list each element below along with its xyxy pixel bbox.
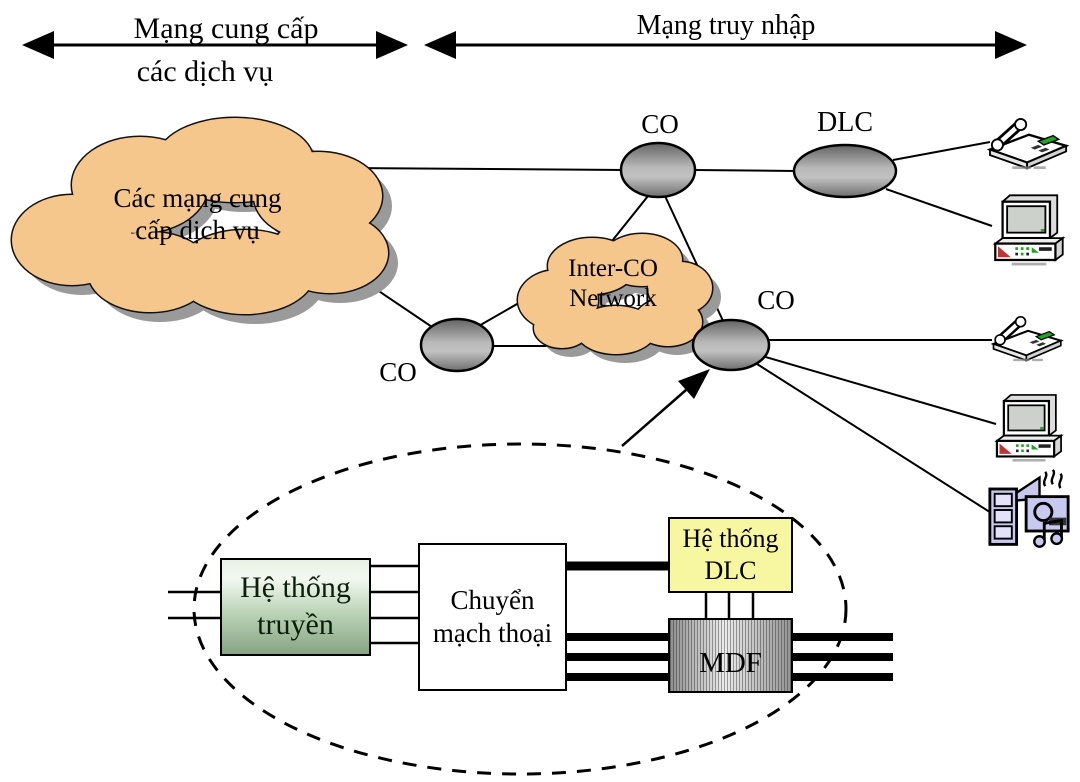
desktop-computer-icon: [990, 392, 1068, 462]
voice-switch-box: Chuyển mạch thoại: [418, 543, 567, 691]
callout-arrow: [621, 369, 710, 447]
service-cloud-shape: [10, 116, 398, 324]
inter-co-cloud-shape: [516, 232, 721, 363]
right-segment-label: Mạng truy nhập: [636, 10, 816, 41]
telephone-icon: [984, 118, 1074, 170]
service-cloud-label: Các mạng cung cấp dịch vụ: [113, 183, 282, 246]
co-top-label: CO: [641, 109, 679, 139]
header-arrows: [22, 31, 1027, 59]
mdf-box: MDF: [668, 618, 793, 693]
co-left-label: CO: [379, 357, 417, 387]
inter-co-cloud-label: Inter-CO Network: [568, 255, 658, 312]
network-links: [314, 141, 997, 517]
co-right-node: [691, 318, 771, 372]
inset-wiring: [168, 561, 893, 681]
arrowhead-icon: [678, 369, 710, 399]
left-arrowhead-icon: [22, 31, 54, 59]
co-dlc-nodes: [419, 141, 898, 373]
dlc-node: [792, 143, 898, 199]
right-arrowhead-icon: [995, 31, 1027, 59]
dlc-system-box: Hệ thống DLC: [668, 517, 793, 593]
audio-system-icon: [986, 468, 1072, 552]
access-system-boundary-ellipse: [192, 442, 848, 776]
co-left-node: [419, 317, 495, 373]
left-segment-label-line1: Mạng cung cấp: [133, 12, 319, 45]
telephone-icon: [988, 316, 1068, 362]
dlc-label: DLC: [817, 107, 873, 138]
left-arrowhead-icon: [424, 31, 456, 59]
left-segment-label-line2: các dịch vụ: [136, 55, 274, 88]
left-segment-label: Mạng cung cấp: [111, 11, 341, 47]
right-arrowhead-icon: [376, 31, 408, 59]
co-top-node: [619, 141, 697, 199]
transmission-system-box: Hệ thống truyền: [220, 558, 371, 656]
desktop-computer-icon: [988, 192, 1070, 266]
co-right-label: CO: [757, 285, 795, 315]
